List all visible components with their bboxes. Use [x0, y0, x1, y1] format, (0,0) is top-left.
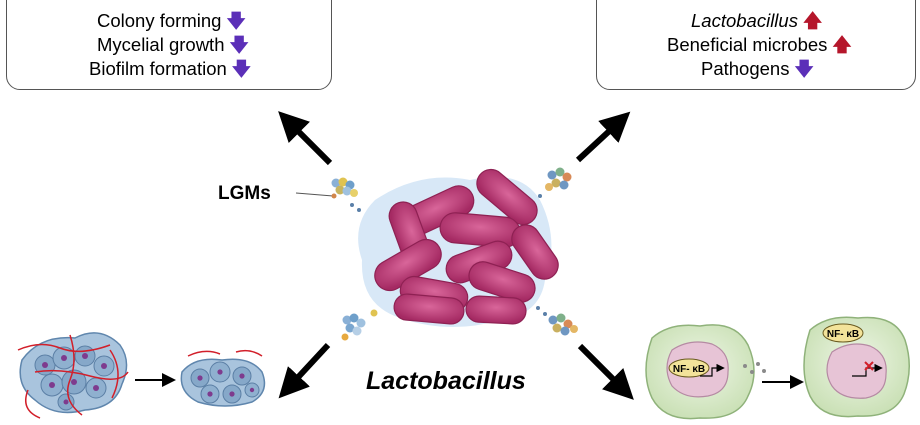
bacterium-rod — [439, 212, 521, 248]
arrow-to-left-box — [278, 111, 333, 166]
biofilm-large — [17, 332, 129, 419]
blocked-x-icon — [864, 361, 874, 371]
bacterium-rod — [465, 295, 527, 325]
lactobacillus-cluster — [358, 168, 559, 328]
down-arrow-icon: 🡇 — [231, 58, 251, 79]
colony-forming-line: Colony forming 🡇 — [97, 9, 246, 33]
big-arrows — [278, 111, 634, 400]
colony-forming-text: Colony forming — [97, 10, 222, 31]
lgm-cluster-lower-right — [536, 306, 578, 336]
up-arrow-icon: 🡅 — [803, 10, 823, 31]
arrow-to-host-cell — [577, 343, 634, 400]
down-arrow-icon: 🡇 — [794, 58, 814, 79]
bacterium-rod — [511, 224, 559, 280]
lgm-cluster-lower-left — [341, 309, 378, 341]
down-arrow-icon: 🡇 — [229, 34, 249, 55]
lgms-leader-line — [295, 192, 334, 197]
beneficial-microbes-line: Beneficial microbes 🡅 — [667, 33, 852, 57]
mycelial-growth-text: Mycelial growth — [97, 34, 225, 55]
bacterium-rod — [393, 293, 465, 325]
down-arrow-icon: 🡇 — [226, 10, 246, 31]
lgm-dot — [331, 193, 337, 199]
biofilm-formation-line: Biofilm formation 🡇 — [89, 57, 251, 81]
host-cell-before: NF- κB — [645, 324, 766, 420]
lactobacillus-text: Lactobacillus — [691, 10, 798, 31]
mycelial-growth-line: Mycelial growth 🡇 — [97, 33, 249, 57]
arrow-to-right-box — [575, 111, 631, 163]
microbiota-effects-box: Lactobacillus 🡅 Beneficial microbes 🡅 Pa… — [596, 0, 916, 90]
antifungal-effects-box: Colony forming 🡇 Mycelial growth 🡇 Biofi… — [6, 0, 332, 90]
nfkb-label-after: NF- κB — [827, 329, 859, 340]
biofilm-formation-text: Biofilm formation — [89, 58, 227, 79]
lgm-cluster-upper-right — [538, 167, 572, 198]
pathogens-line: Pathogens 🡇 — [701, 57, 814, 81]
arrow-to-biofilm — [278, 342, 331, 399]
pathogens-text: Pathogens — [701, 58, 790, 79]
lactobacillus-line: Lactobacillus 🡅 — [691, 9, 822, 33]
lgms-label: LGMs — [218, 183, 271, 204]
bacterium-rod — [468, 261, 536, 303]
beneficial-microbes-text: Beneficial microbes — [667, 34, 828, 55]
biofilm-small — [180, 349, 266, 407]
nfkb-label-before: NF- κB — [673, 364, 705, 375]
host-cell-after: NF- κB — [803, 316, 910, 418]
lactobacillus-label: Lactobacillus — [366, 367, 526, 395]
bacterium-rod — [476, 168, 538, 226]
lgm-cluster-upper-left — [331, 177, 361, 212]
up-arrow-icon: 🡅 — [832, 34, 852, 55]
